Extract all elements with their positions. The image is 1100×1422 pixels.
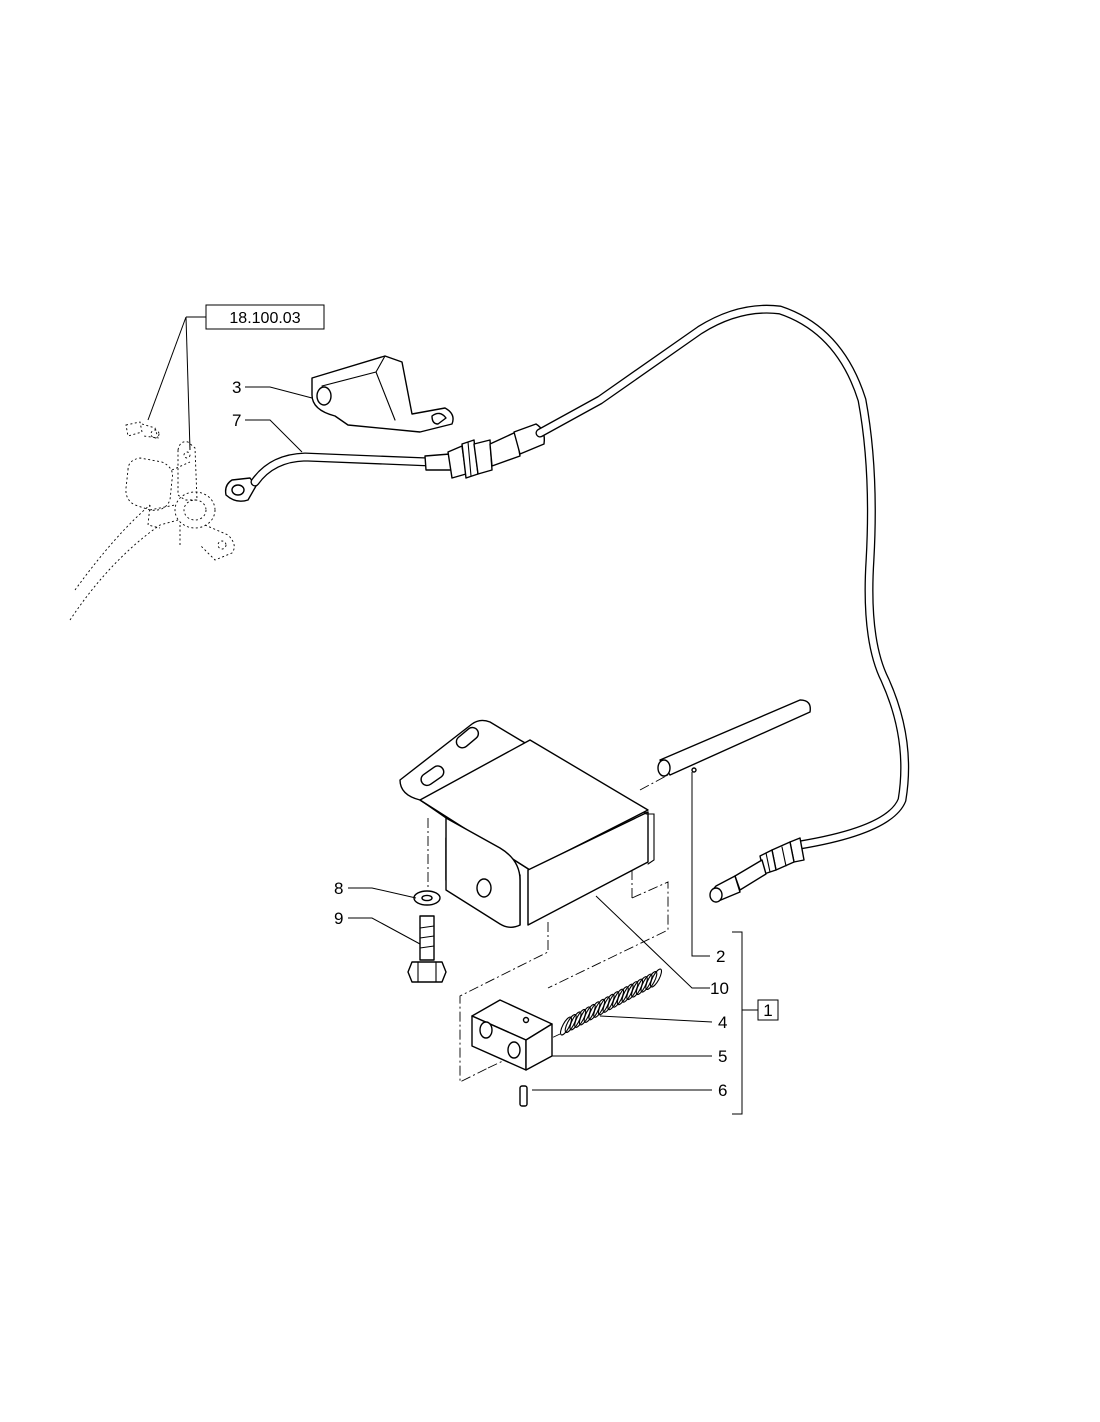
cable-upper-fitting — [447, 423, 546, 479]
phantom-mount-frame — [69, 421, 235, 621]
reference-label: 18.100.03 — [229, 310, 300, 327]
part-2-control-cable — [535, 304, 910, 850]
callout-5: 5 — [718, 1047, 727, 1066]
part-3-bracket — [311, 355, 454, 433]
callout-8: 8 — [334, 879, 343, 898]
callout-numbers: 3 7 8 9 2 10 4 5 6 — [232, 378, 729, 1100]
part-9-bolt — [407, 915, 447, 983]
callout-4: 4 — [718, 1013, 727, 1032]
part-6-pin — [519, 1085, 528, 1107]
part-5-block — [471, 999, 553, 1071]
callout-leaders — [245, 386, 713, 1091]
callout-6: 6 — [718, 1081, 727, 1100]
callout-10: 10 — [710, 979, 729, 998]
callout-9: 9 — [334, 909, 343, 928]
part-8-washer — [413, 890, 441, 906]
assembly-label: 1 — [763, 1001, 772, 1020]
part-10-housing — [399, 719, 655, 928]
callout-3: 3 — [232, 378, 241, 397]
callout-2: 2 — [716, 947, 725, 966]
part-4-spring — [559, 968, 663, 1036]
part-7-ground-strap — [224, 452, 453, 502]
callout-7: 7 — [232, 411, 241, 430]
reference-callout: 18.100.03 — [147, 304, 325, 451]
cable-lower-fitting — [709, 837, 805, 903]
spring-coil — [649, 968, 663, 988]
assembly-bracket: 1 — [732, 931, 779, 1115]
pin-rod — [657, 699, 811, 777]
